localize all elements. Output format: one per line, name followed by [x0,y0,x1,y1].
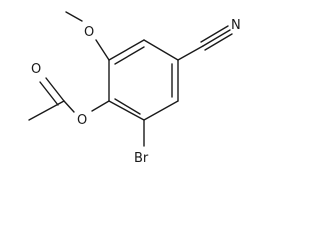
ring-bond-c5-c6 [108,100,145,121]
methoxy-methyl-bond [65,11,83,22]
carbonyl-oxygen-label: O [31,62,41,77]
acetyl-methyl-bond [28,100,65,121]
ring-bond-c4-c5 [143,100,179,121]
ring-double-bond-3 [114,98,141,115]
ring-bond-c2-c3 [143,39,179,61]
ring-bond-c1-c2 [108,39,145,61]
nitrile-triple-bond-2 [200,25,229,43]
bromine-label: Br [134,151,149,166]
nitrile-carbon-bond [177,45,204,61]
carbonyl-double-bond-1 [45,77,65,102]
methoxy-ring-bond [95,39,110,61]
ring-double-bond-1 [114,46,145,65]
nitrile-nitrogen-label: N [231,18,241,33]
ester-ring-bond [91,100,110,112]
ester-oxygen-carbon-bond [63,100,75,113]
nitrile-triple-bond-1 [202,29,231,47]
methoxy-oxygen-label: O [84,25,94,40]
carbonyl-double-bond-2 [39,81,59,106]
chemical-structure: O O O N Br [28,11,241,166]
ester-oxygen-label: O [77,113,87,128]
nitrile-triple-bond-3 [204,33,233,51]
